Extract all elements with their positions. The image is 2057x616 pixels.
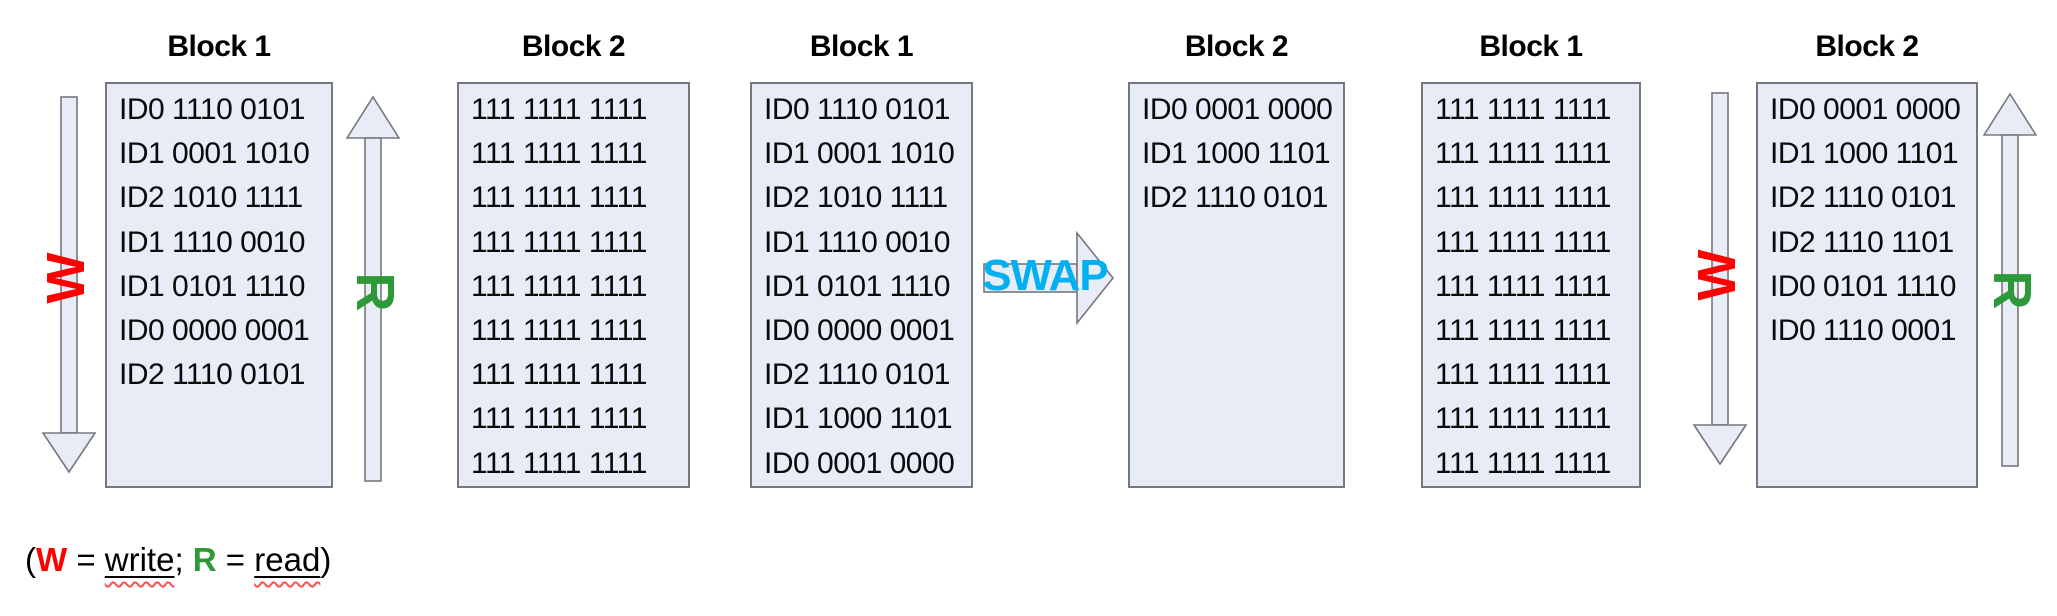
legend-write-letter: W xyxy=(36,541,68,578)
memory-row: 111 1111 1111 xyxy=(471,269,647,303)
write-arrow-down-icon xyxy=(1693,92,1747,466)
legend-separator: ; xyxy=(174,541,193,578)
read-label: R xyxy=(1982,270,2042,310)
memory-row: 111 1111 1111 xyxy=(1435,446,1611,480)
memory-row: ID1 1110 0010 xyxy=(764,225,950,259)
memory-row: ID0 1110 0001 xyxy=(1770,314,1956,348)
memory-row: 111 1111 1111 xyxy=(1435,314,1611,348)
legend-equals: = xyxy=(216,541,255,578)
write-arrow-down-icon xyxy=(42,96,96,474)
memory-row: ID0 0001 0000 xyxy=(764,446,955,480)
memory-row: ID1 1000 1101 xyxy=(1142,137,1331,171)
block-title: Block 2 xyxy=(1184,30,1289,63)
memory-row: 111 1111 1111 xyxy=(1435,269,1611,303)
block-box: 111 1111 1111 111 1111 1111 111 1111 1111 1… xyxy=(457,82,690,488)
memory-row: 111 1111 1111 xyxy=(471,402,647,436)
memory-row: ID0 0000 0001 xyxy=(119,314,310,348)
memory-row: 111 1111 1111 xyxy=(471,358,647,392)
memory-row: ID0 1110 0101 xyxy=(119,93,305,126)
memory-row: 111 1111 1111 xyxy=(1435,181,1611,215)
memory-row: ID0 0101 1110 xyxy=(1770,269,1956,303)
memory-row: 111 1111 1111 xyxy=(471,314,647,348)
block-title: Block 1 xyxy=(167,30,271,63)
memory-row: 111 1111 1111 xyxy=(471,225,647,259)
memory-row: ID2 1010 1111 xyxy=(119,181,303,215)
legend-write-word-underline: write xyxy=(105,541,175,578)
memory-row: 111 1111 1111 xyxy=(471,181,647,215)
legend-read-letter: R xyxy=(192,541,217,578)
read-arrow-up-icon xyxy=(346,95,400,482)
memory-row: 111 1111 1111 xyxy=(1435,358,1611,392)
memory-row: 111 1111 1111 xyxy=(471,137,647,171)
memory-row: ID2 1110 0101 xyxy=(119,358,305,392)
block-title: Block 1 xyxy=(809,30,914,63)
memory-row: 111 1111 1111 xyxy=(1435,137,1611,171)
legend-read-word: read xyxy=(254,541,321,578)
swap-label: SWAP xyxy=(982,251,1109,300)
block-title: Block 2 xyxy=(1815,30,1919,63)
memory-row: ID2 1110 0101 xyxy=(764,358,950,392)
memory-row: ID2 1010 1111 xyxy=(764,181,948,215)
block-title: Block 1 xyxy=(1479,30,1583,63)
read-arrow-up-icon xyxy=(1983,92,2037,467)
memory-row: ID2 1110 0101 xyxy=(1770,181,1956,215)
memory-row: ID1 0101 1110 xyxy=(764,269,950,303)
swap-arrow-icon xyxy=(983,231,1115,325)
memory-row: ID1 0001 1010 xyxy=(764,137,955,171)
memory-row: ID1 1000 1101 xyxy=(1770,137,1959,171)
memory-row: 111 1111 1111 xyxy=(471,446,647,480)
memory-row: 111 1111 1111 xyxy=(1435,225,1611,259)
memory-row: ID1 0001 1010 xyxy=(119,137,310,171)
memory-row: ID1 1000 1101 xyxy=(764,402,953,436)
memory-row: ID0 0001 0000 xyxy=(1770,93,1961,126)
legend-equals: = xyxy=(67,541,105,578)
legend-open-paren: ( xyxy=(25,541,36,578)
memory-row: ID1 0101 1110 xyxy=(119,269,305,303)
write-label: W xyxy=(36,252,96,304)
memory-row: ID2 1110 0101 xyxy=(1142,181,1328,215)
memory-row: 111 1111 1111 xyxy=(1435,93,1611,126)
legend-close-paren: ) xyxy=(320,541,332,578)
write-label: W xyxy=(1687,249,1747,301)
legend-write-word: write xyxy=(104,541,175,578)
block-title: Block 2 xyxy=(521,30,626,63)
legend-read-word-underline: read xyxy=(254,541,320,578)
block-box: 111 1111 1111 111 1111 1111 111 1111 1111 1… xyxy=(1421,82,1641,488)
memory-row: 111 1111 1111 xyxy=(471,93,647,126)
memory-row: ID0 1110 0101 xyxy=(764,93,950,126)
memory-row: 111 1111 1111 xyxy=(1435,402,1611,436)
memory-row: ID2 1110 1101 xyxy=(1770,225,1954,259)
memory-row: ID0 0001 0000 xyxy=(1142,93,1333,126)
memory-row: ID0 0000 0001 xyxy=(764,314,955,348)
memory-row: ID1 1110 0010 xyxy=(119,225,305,259)
read-label: R xyxy=(345,272,405,312)
legend: (W = write; R = read) xyxy=(25,541,331,579)
